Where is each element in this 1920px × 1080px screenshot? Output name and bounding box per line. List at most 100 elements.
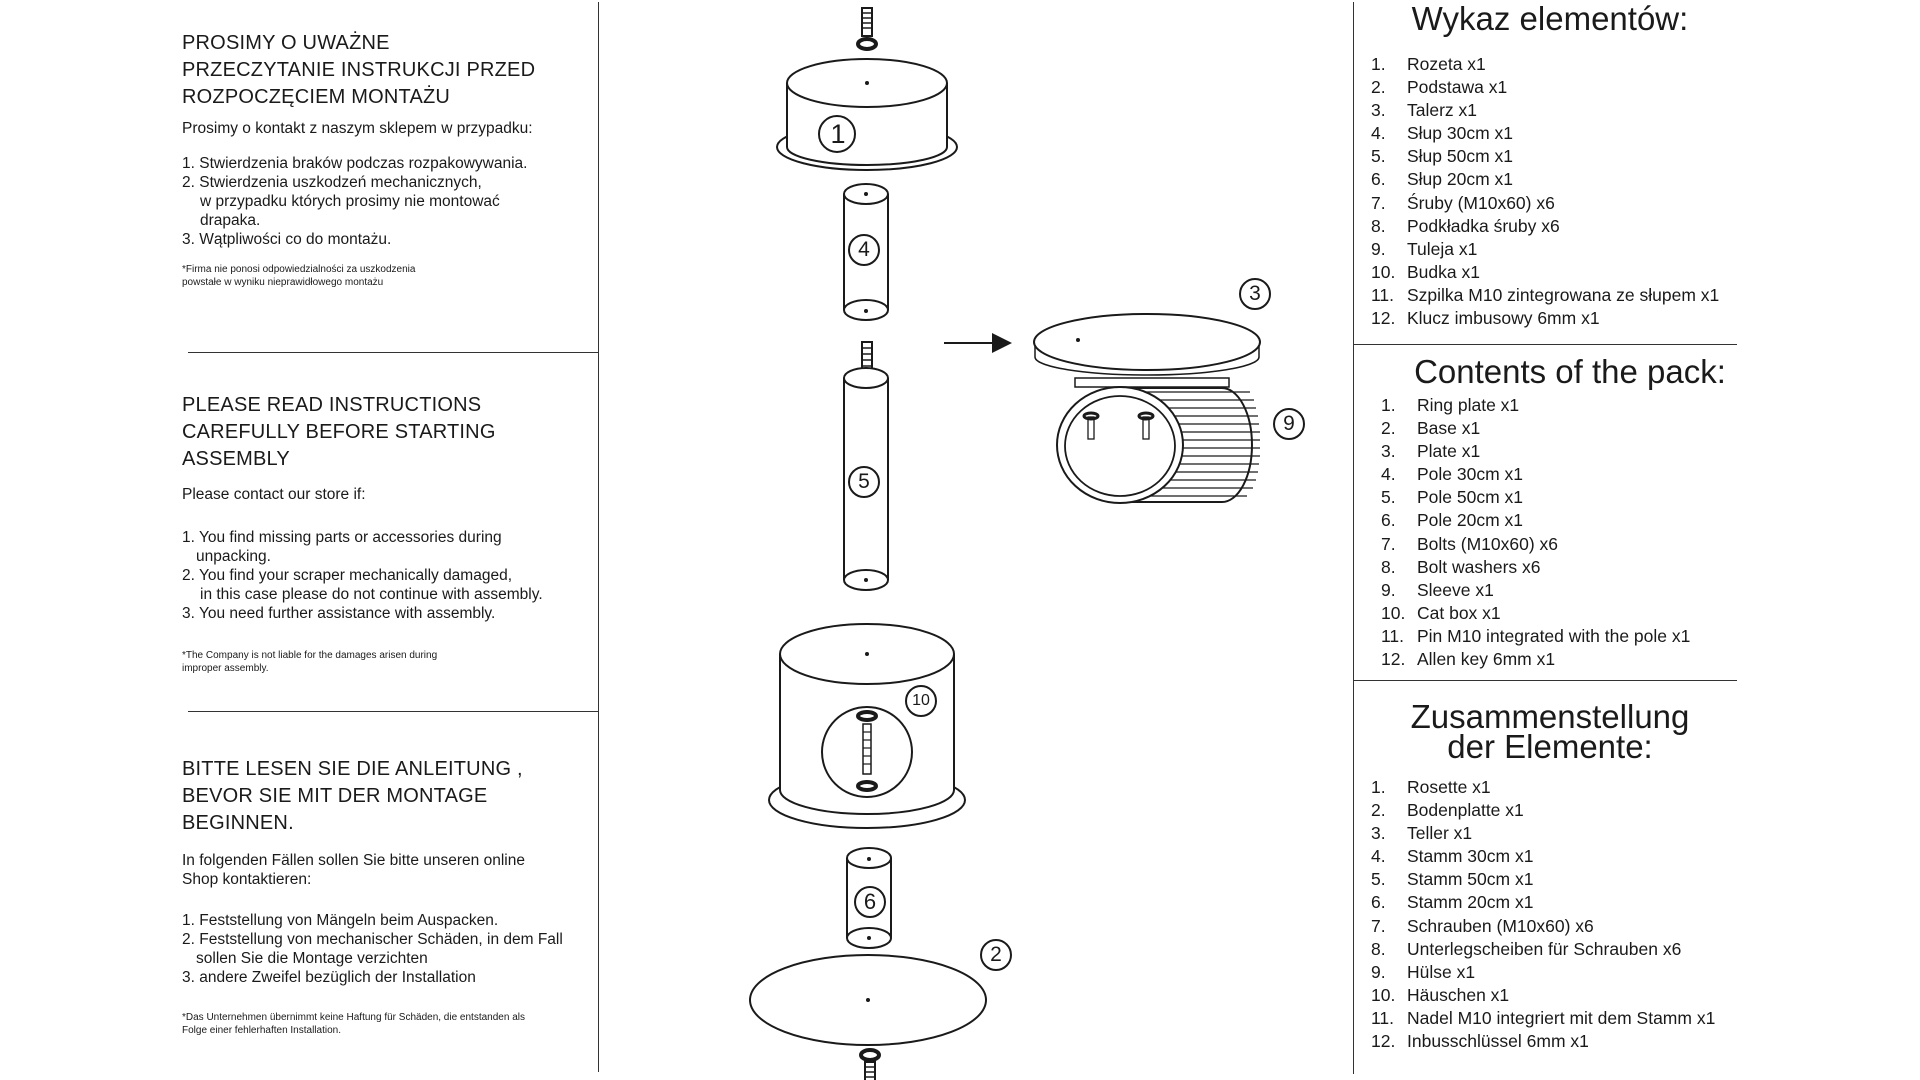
pl-note: *Firma nie ponosi odpowiedzialności za u…	[182, 263, 602, 289]
pl-list: 1. Stwierdzenia braków podczas rozpakowy…	[182, 154, 602, 249]
note-line: *Das Unternehmen übernimmt keine Haftung…	[182, 1012, 525, 1023]
item-number: 12.	[1371, 308, 1396, 329]
item-text: Base x1	[1417, 418, 1481, 439]
en-note: *The Company is not liable for the damag…	[182, 649, 602, 675]
item-number: 6.	[1381, 510, 1396, 531]
divider	[188, 352, 598, 353]
item-number: 4.	[1371, 123, 1386, 144]
list-item: w przypadku których prosimy nie montować	[200, 193, 500, 210]
item-text: Rozeta x1	[1407, 54, 1486, 74]
item-text: Nadel M10 integriert mit dem Stamm x1	[1407, 1007, 1716, 1028]
item-number: 6.	[1371, 892, 1386, 913]
plate-part	[1033, 278, 1271, 376]
list-item: 4.Pole 30cm x1	[1381, 463, 1731, 486]
item-text: Allen key 6mm x1	[1417, 649, 1556, 670]
list-item: 9.Hülse x1	[1371, 961, 1741, 984]
note-line: powstałe w wyniku nieprawidłowego montaż…	[182, 277, 384, 288]
item-number: 2.	[1381, 418, 1396, 439]
item-number: 3.	[1371, 823, 1386, 844]
item-text: Ring plate x1	[1417, 395, 1520, 415]
item-number: 12.	[1381, 649, 1406, 670]
list-item: 10. Budka x1	[1371, 261, 1731, 284]
list-item: 9.Tuleja x1	[1371, 238, 1731, 261]
item-number: 2.	[1371, 77, 1386, 98]
item-number: 3.	[1381, 441, 1396, 462]
item-text: Häuschen x1	[1407, 984, 1510, 1005]
item-text: Unterlegscheiben für Schrauben x6	[1407, 938, 1682, 959]
de-title: BITTE LESEN SIE DIE ANLEITUNG , BEVOR SI…	[182, 758, 523, 834]
item-number: 5.	[1371, 869, 1386, 890]
item-number: 4.	[1371, 846, 1386, 867]
divider	[188, 711, 598, 712]
pl-list-title: Wykaz elementów:	[1411, 0, 1689, 37]
section-de: BITTE LESEN SIE DIE ANLEITUNG , BEVOR SI…	[182, 756, 602, 1037]
item-text: Klucz imbusowy 6mm x1	[1407, 308, 1600, 329]
list-item: 4.Słup 30cm x1	[1371, 122, 1731, 145]
en-list-title: Contents of the pack:	[1414, 353, 1726, 390]
ring-plate-part	[776, 58, 958, 171]
title-line: der Elemente:	[1447, 728, 1653, 765]
item-text: Pole 50cm x1	[1417, 487, 1524, 508]
list-item: 12. Inbusschlüssel 6mm x1	[1371, 1030, 1741, 1053]
note-line: *Firma nie ponosi odpowiedzialności za u…	[182, 264, 416, 275]
list-item: 2.Bodenplatte x1	[1371, 799, 1741, 822]
en-parts-list: 1.Ring plate x1 2.Base x1 3.Plate x1 4.P…	[1381, 394, 1731, 671]
arrow-right-icon	[944, 333, 1012, 353]
en-intro: Please contact our store if:	[182, 486, 366, 503]
list-item: 2. Feststellung von mechanischer Schäden…	[182, 931, 563, 948]
list-item: sollen Sie die Montage verzichten	[196, 950, 428, 967]
intro-line: In folgenden Fällen sollen Sie bitte uns…	[182, 852, 525, 869]
item-text: Budka x1	[1407, 261, 1480, 282]
section-en: PLEASE READ INSTRUCTIONS CAREFULLY BEFOR…	[182, 392, 602, 675]
item-text: Śruby (M10x60) x6	[1407, 192, 1555, 213]
list-item: 12. Klucz imbusowy 6mm x1	[1371, 307, 1731, 330]
item-text: Cat box x1	[1417, 602, 1501, 623]
item-number: 8.	[1371, 938, 1386, 959]
note-line: improper assembly.	[182, 663, 269, 674]
item-number: 6.	[1371, 169, 1386, 190]
list-item: 10.Häuschen x1	[1371, 984, 1741, 1007]
item-number: 1.	[1371, 54, 1386, 74]
item-text: Pole 30cm x1	[1417, 464, 1524, 485]
item-text: Inbusschlüssel 6mm x1	[1407, 1031, 1589, 1052]
part-label-1: 1	[830, 119, 846, 149]
list-item: 2. Stwierdzenia uszkodzeń mechanicznych,	[182, 174, 482, 191]
list-item: 1. Feststellung von Mängeln beim Auspack…	[182, 912, 499, 929]
item-text: Stamm 30cm x1	[1407, 846, 1534, 867]
item-text: Schrauben (M10x60) x6	[1407, 915, 1594, 936]
item-text: Stamm 20cm x1	[1407, 892, 1534, 913]
item-text: Słup 50cm x1	[1407, 146, 1514, 167]
divider	[598, 2, 599, 1072]
note-line: Folge einer fehlerhaften Installation.	[182, 1025, 341, 1036]
item-text: Bolts (M10x60) x6	[1417, 533, 1559, 554]
list-item: 1.Ring plate x1	[1381, 394, 1731, 417]
assembly-diagram	[749, 7, 1305, 1080]
base-plate-part	[749, 939, 1012, 1046]
item-text: Szpilka M10 zintegrowana ze słupem x1	[1407, 284, 1720, 305]
list-item: 11.Nadel M10 integriert mit dem Stamm x1	[1371, 1007, 1741, 1030]
item-number: 10.	[1371, 261, 1396, 282]
list-item: 1. Rozeta x1	[1371, 53, 1731, 76]
list-item: 3.Teller x1	[1371, 822, 1741, 845]
list-item: 2. You find your scraper mechanically da…	[182, 567, 513, 584]
part-label-2: 2	[990, 943, 1002, 966]
item-number: 7.	[1371, 915, 1386, 936]
instructions-column: PROSIMY O UWAŻNE PRZECZYTANIE INSTRUKCJI…	[182, 30, 602, 1070]
top-bolt-icon	[856, 7, 878, 51]
list-item: 2. Base x1	[1381, 417, 1731, 440]
list-item: 7.Śruby (M10x60) x6	[1371, 192, 1731, 215]
list-item: 5. Słup 50cm x1	[1371, 145, 1731, 168]
item-text: Bodenplatte x1	[1407, 800, 1524, 821]
pl-title: PROSIMY O UWAŻNE PRZECZYTANIE INSTRUKCJI…	[182, 32, 536, 108]
list-item: 5.Pole 50cm x1	[1381, 486, 1731, 509]
divider	[1353, 2, 1354, 1074]
list-item: 3. You need further assistance with asse…	[182, 605, 496, 622]
item-number: 12.	[1371, 1031, 1396, 1052]
item-text: Pin M10 integrated with the pole x1	[1417, 625, 1691, 646]
item-number: 10.	[1381, 602, 1406, 623]
part-label-4: 4	[858, 238, 870, 261]
list-item: 1. Stwierdzenia braków podczas rozpakowy…	[182, 155, 528, 172]
item-number: 5.	[1371, 146, 1386, 167]
divider	[1353, 680, 1737, 681]
item-text: Podstawa x1	[1407, 77, 1508, 98]
